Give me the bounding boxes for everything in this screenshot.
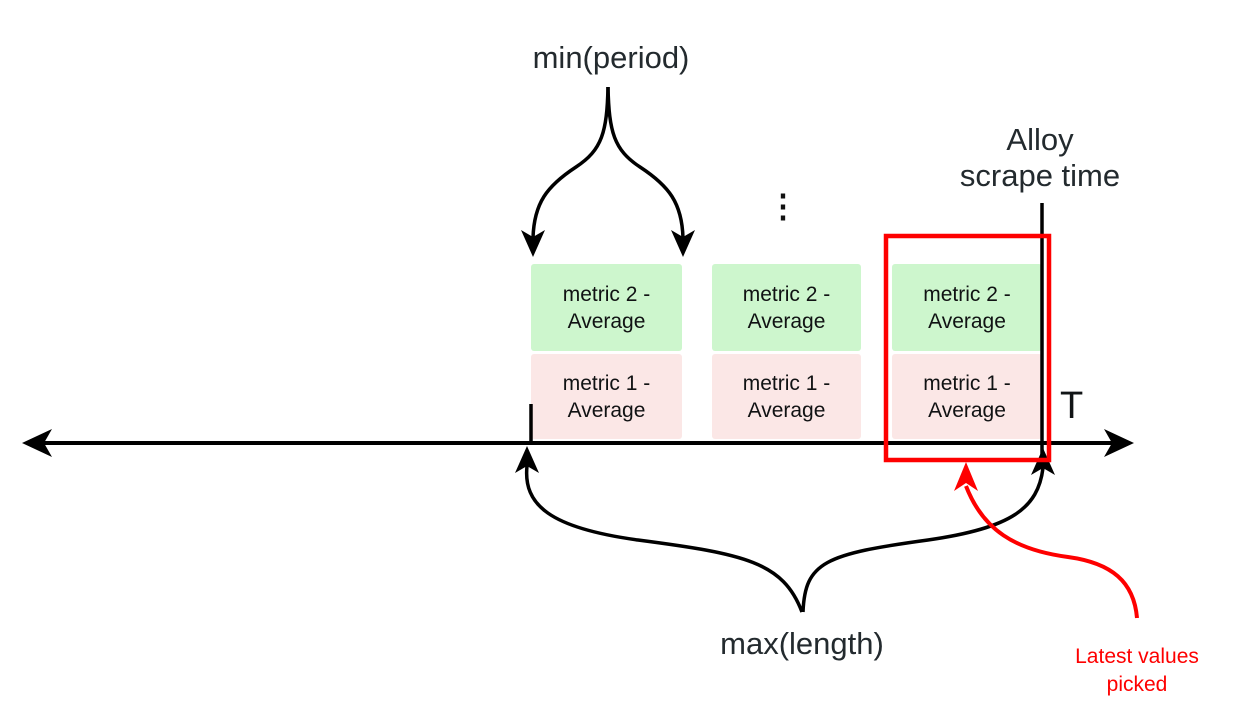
metric1-block-1: metric 1 - Average [531,354,682,439]
metric1-block-2-line1: metric 1 - [742,371,831,395]
max-length-arrowhead-right-icon [1031,448,1055,475]
metric1-block-1-line2: Average [567,398,646,422]
metric2-block-3: metric 2 - Average [892,264,1042,351]
min-period-brace-left [531,86,610,239]
ellipsis-more-intervals: ⋮ [767,188,799,224]
metric2-block-2: metric 2 - Average [712,264,861,351]
latest-values-label: Latest values picked [1075,643,1199,699]
min-period-arrowhead-left-icon [521,230,545,257]
metric1-block-1-line1: metric 1 - [562,371,651,395]
time-axis-label: T [1060,385,1084,427]
metric1-block-3-line2: Average [928,398,1006,422]
min-period-brace-right [606,86,685,239]
latest-values-arrow [964,485,1139,619]
alloy-scrape-time-label: Alloy scrape time [960,122,1120,194]
min-period-label: min(period) [532,40,690,75]
metric1-block-3: metric 1 - Average [892,354,1042,439]
metric2-block-2-line1: metric 2 - [742,282,831,306]
max-length-brace-left [524,465,804,613]
metric1-block-2-line2: Average [747,398,826,422]
metric1-block-3-line1: metric 1 - [923,371,1011,395]
metric2-block-1-line1: metric 2 - [562,282,651,306]
min-period-arrowhead-right-icon [671,230,695,257]
metric2-block-1: metric 2 - Average [531,264,682,351]
latest-values-line1: Latest values [1075,645,1199,668]
max-length-label: max(length) [720,626,884,661]
metric2-block-3-line2: Average [928,309,1006,333]
metric2-block-1-line2: Average [567,309,646,333]
axis-arrow-right-icon [1104,429,1134,457]
metric2-block-2-line2: Average [747,309,826,333]
latest-values-line2: picked [1106,673,1168,696]
max-length-brace-right [801,467,1045,613]
alloy-scrape-time-line2: scrape time [959,158,1121,193]
metric1-block-2: metric 1 - Average [712,354,861,439]
latest-values-arrowhead-icon [954,462,978,491]
alloy-scrape-time-line1: Alloy [1006,122,1074,157]
axis-arrow-left-icon [22,429,52,457]
max-length-arrowhead-left-icon [515,446,539,473]
metric2-block-3-line1: metric 2 - [923,282,1011,306]
